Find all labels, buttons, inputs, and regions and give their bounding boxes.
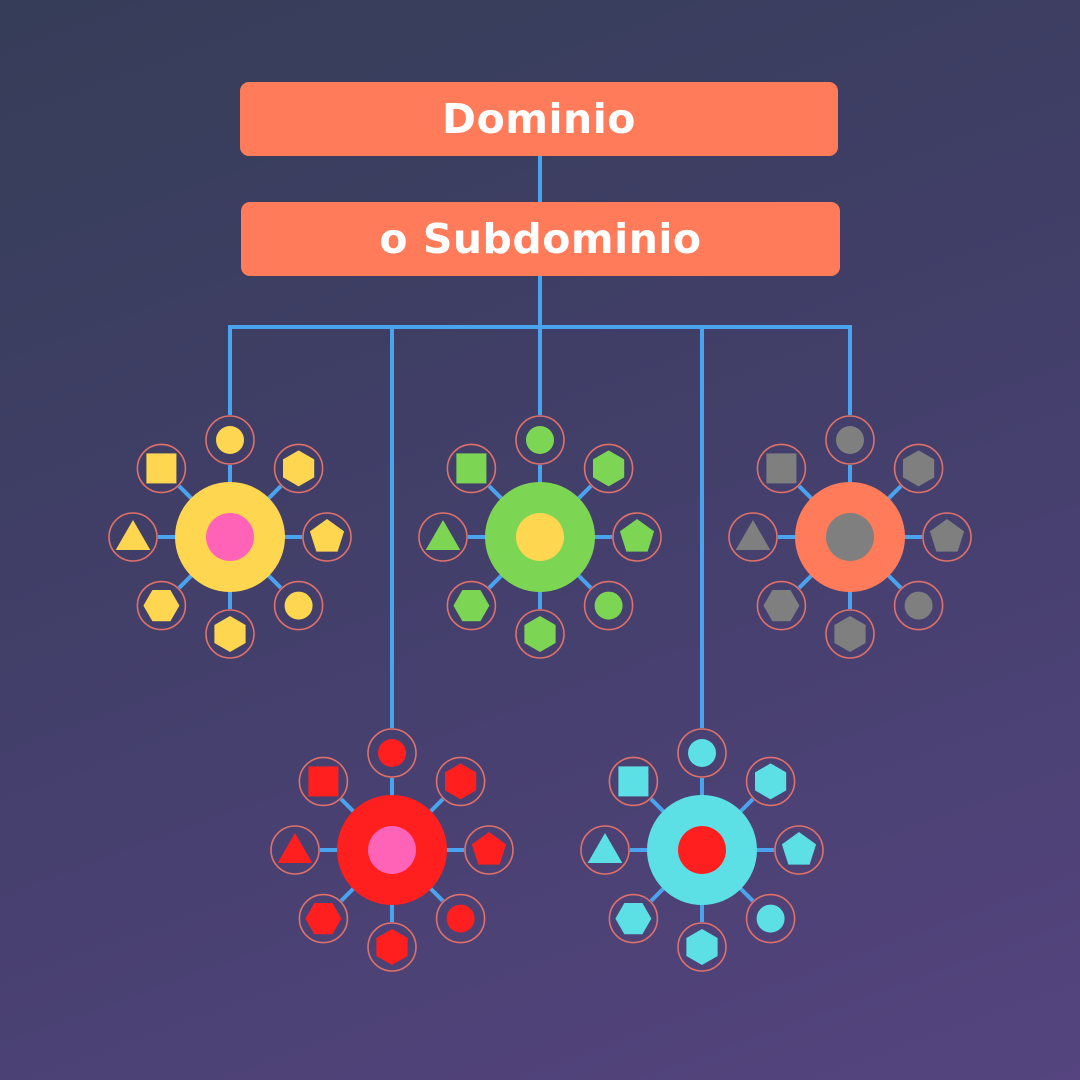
circle-icon bbox=[756, 904, 785, 933]
satellite-ring bbox=[728, 512, 778, 562]
triangle-icon bbox=[735, 520, 771, 550]
hexagon-icon bbox=[445, 763, 477, 800]
satellite-ring bbox=[583, 443, 634, 494]
subdomain-label: o Subdominio bbox=[379, 215, 702, 263]
satellite-ring bbox=[435, 756, 486, 807]
satellite-ring bbox=[367, 728, 417, 778]
square-icon bbox=[456, 453, 487, 484]
satellite-ring bbox=[270, 825, 320, 875]
satellite-ring bbox=[745, 893, 796, 944]
circle-icon bbox=[284, 591, 313, 620]
satellite-ring bbox=[435, 893, 486, 944]
satellite-ring bbox=[825, 609, 875, 659]
satellite-ring bbox=[446, 443, 497, 494]
pentagon-icon bbox=[309, 519, 345, 552]
domain-box: Dominio bbox=[240, 82, 838, 156]
triangle-icon bbox=[425, 520, 461, 550]
hexagon-icon bbox=[143, 590, 180, 622]
satellite-ring bbox=[515, 415, 565, 465]
hexagon-icon bbox=[453, 590, 490, 622]
satellite-ring bbox=[367, 922, 417, 972]
triangle-icon bbox=[277, 833, 313, 863]
satellite-ring bbox=[205, 415, 255, 465]
satellite-ring bbox=[893, 580, 944, 631]
pentagon-icon bbox=[471, 832, 507, 865]
satellite-ring bbox=[745, 756, 796, 807]
satellite-ring bbox=[825, 415, 875, 465]
hexagon-icon bbox=[283, 450, 315, 487]
hexagon-icon bbox=[686, 929, 718, 965]
hexagon-icon bbox=[593, 450, 625, 487]
circle-icon bbox=[836, 426, 864, 454]
satellite-ring bbox=[608, 893, 659, 944]
hexagon-icon bbox=[214, 616, 246, 652]
hexagon-icon bbox=[305, 903, 342, 935]
satellite-ring bbox=[774, 825, 824, 875]
satellite-ring bbox=[298, 893, 349, 944]
circle-icon bbox=[526, 426, 554, 454]
cluster-yellow-inner-circle bbox=[206, 513, 254, 561]
satellite-ring bbox=[302, 512, 352, 562]
satellite-ring bbox=[756, 443, 807, 494]
domain-label: Dominio bbox=[442, 95, 636, 143]
circle-icon bbox=[216, 426, 244, 454]
pentagon-icon bbox=[929, 519, 965, 552]
cluster-cyan-inner-circle bbox=[678, 826, 726, 874]
pentagon-icon bbox=[781, 832, 817, 865]
hexagon-icon bbox=[755, 763, 787, 800]
satellite-ring bbox=[583, 580, 634, 631]
square-icon bbox=[308, 766, 339, 797]
circle-icon bbox=[378, 739, 406, 767]
cluster-green-inner-circle bbox=[516, 513, 564, 561]
triangle-icon bbox=[115, 520, 151, 550]
subdomain-box: o Subdominio bbox=[241, 202, 840, 276]
satellite-ring bbox=[205, 609, 255, 659]
satellite-ring bbox=[756, 580, 807, 631]
triangle-icon bbox=[587, 833, 623, 863]
satellite-ring bbox=[464, 825, 514, 875]
satellite-ring bbox=[580, 825, 630, 875]
satellite-ring bbox=[677, 922, 727, 972]
satellite-ring bbox=[136, 580, 187, 631]
satellite-ring bbox=[677, 728, 727, 778]
square-icon bbox=[618, 766, 649, 797]
hexagon-icon bbox=[763, 590, 800, 622]
satellite-ring bbox=[612, 512, 662, 562]
circle-icon bbox=[594, 591, 623, 620]
satellite-ring bbox=[515, 609, 565, 659]
satellite-ring bbox=[446, 580, 497, 631]
hexagon-icon bbox=[376, 929, 408, 965]
cluster-red-inner-circle bbox=[368, 826, 416, 874]
cluster-grey-inner-circle bbox=[826, 513, 874, 561]
satellite-ring bbox=[418, 512, 468, 562]
satellite-ring bbox=[108, 512, 158, 562]
satellite-ring bbox=[922, 512, 972, 562]
circle-icon bbox=[446, 904, 475, 933]
satellite-ring bbox=[298, 756, 349, 807]
satellite-ring bbox=[273, 443, 324, 494]
circle-icon bbox=[688, 739, 716, 767]
square-icon bbox=[766, 453, 797, 484]
hexagon-icon bbox=[903, 450, 935, 487]
circle-icon bbox=[904, 591, 933, 620]
hexagon-icon bbox=[834, 616, 866, 652]
pentagon-icon bbox=[619, 519, 655, 552]
satellite-ring bbox=[893, 443, 944, 494]
hexagon-icon bbox=[524, 616, 556, 652]
satellite-ring bbox=[273, 580, 324, 631]
square-icon bbox=[146, 453, 177, 484]
satellite-ring bbox=[608, 756, 659, 807]
satellite-ring bbox=[136, 443, 187, 494]
hexagon-icon bbox=[615, 903, 652, 935]
